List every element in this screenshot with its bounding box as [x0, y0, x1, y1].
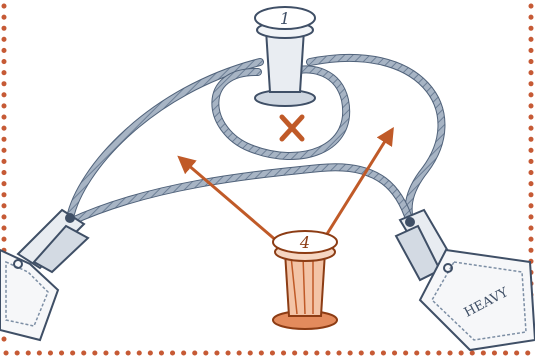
spool-top: 1	[254, 6, 316, 107]
left-clip	[16, 208, 90, 274]
spool-top-label: 1	[280, 9, 290, 28]
arrow-icon	[177, 155, 279, 244]
spool-bottom-label: 4	[299, 233, 310, 252]
left-tag	[0, 248, 60, 342]
arrows	[177, 126, 394, 244]
spool-bottom: 4	[272, 230, 338, 330]
arrow-icon	[320, 126, 394, 243]
right-tag: HEAVY	[418, 248, 535, 352]
x-mark-icon	[279, 114, 305, 142]
rope	[66, 53, 446, 226]
